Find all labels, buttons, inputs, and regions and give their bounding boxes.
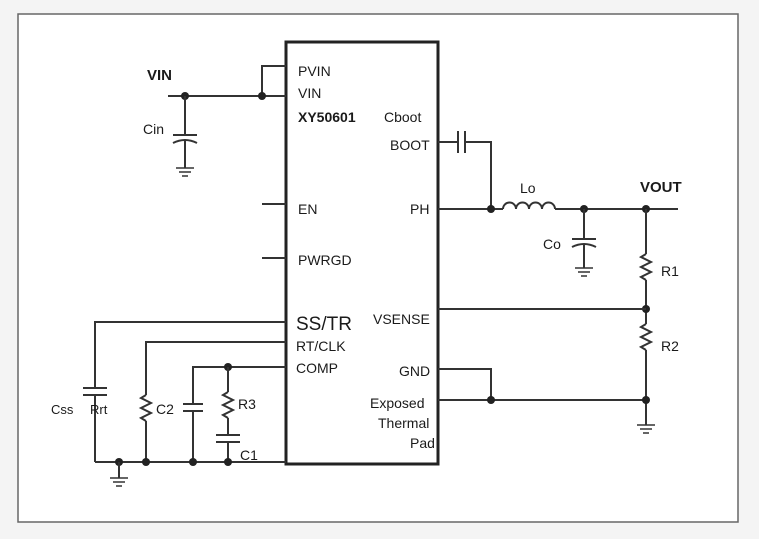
cboot-label: Cboot — [384, 109, 421, 125]
thermal-label: Thermal — [378, 415, 429, 431]
comp-pin-label: COMP — [296, 360, 338, 376]
ground-bus-junction — [224, 458, 232, 466]
ground-icon — [176, 167, 194, 177]
ground-bus-junction — [142, 458, 150, 466]
r1-resistor — [638, 253, 654, 281]
boot-pin-label: BOOT — [390, 137, 430, 153]
en-pin-label: EN — [298, 201, 317, 217]
vin-pin-label: VIN — [298, 85, 321, 101]
r2-label: R2 — [661, 338, 679, 354]
lo-inductor — [502, 201, 556, 210]
sstr-pin-label: SS/TR — [296, 314, 352, 335]
pvin-pin-label: PVIN — [298, 63, 331, 79]
c1-label: C1 — [240, 447, 258, 463]
diagram-frame — [17, 13, 739, 523]
vin-junction — [258, 92, 266, 100]
ph-pin-label: PH — [410, 201, 429, 217]
ground-icon — [110, 477, 128, 487]
css-label: Css — [51, 402, 74, 417]
lo-label: Lo — [520, 180, 536, 196]
ic-body — [284, 40, 440, 466]
comp-wire — [192, 366, 286, 404]
ph-junction — [487, 205, 495, 213]
cboot-to-ph-wire — [465, 141, 492, 209]
r2-resistor — [638, 323, 654, 351]
gnd-junction — [487, 396, 495, 404]
gnd-wire — [438, 368, 492, 400]
gnd-pin-label: GND — [399, 363, 430, 379]
r1-label: R1 — [661, 263, 679, 279]
co-label: Co — [543, 236, 561, 252]
co-capacitor — [571, 209, 597, 268]
ground-rail-junction — [642, 396, 650, 404]
vin-label: VIN — [147, 67, 172, 84]
vout-label: VOUT — [640, 179, 682, 196]
r3-resistor — [220, 391, 236, 419]
exposed-label: Exposed — [370, 395, 424, 411]
ground-icon — [637, 424, 655, 434]
vsense-pin-label: VSENSE — [373, 311, 430, 327]
r3-label: R3 — [238, 396, 256, 412]
rrt-resistor — [138, 394, 154, 422]
ground-bus-junction — [189, 458, 197, 466]
cin-capacitor — [172, 96, 198, 168]
part-number: XY50601 — [298, 109, 356, 125]
rtclk-wire — [145, 341, 286, 395]
c2-label: C2 — [156, 401, 174, 417]
sstr-wire — [94, 321, 286, 388]
rrt-label: Rrt — [90, 402, 108, 417]
pvin-vin-link — [261, 65, 286, 96]
cin-label: Cin — [143, 121, 164, 137]
pwrgd-pin-label: PWRGD — [298, 252, 352, 268]
ground-icon — [575, 267, 593, 277]
rtclk-pin-label: RT/CLK — [296, 338, 346, 354]
pad-label: Pad — [410, 435, 435, 451]
